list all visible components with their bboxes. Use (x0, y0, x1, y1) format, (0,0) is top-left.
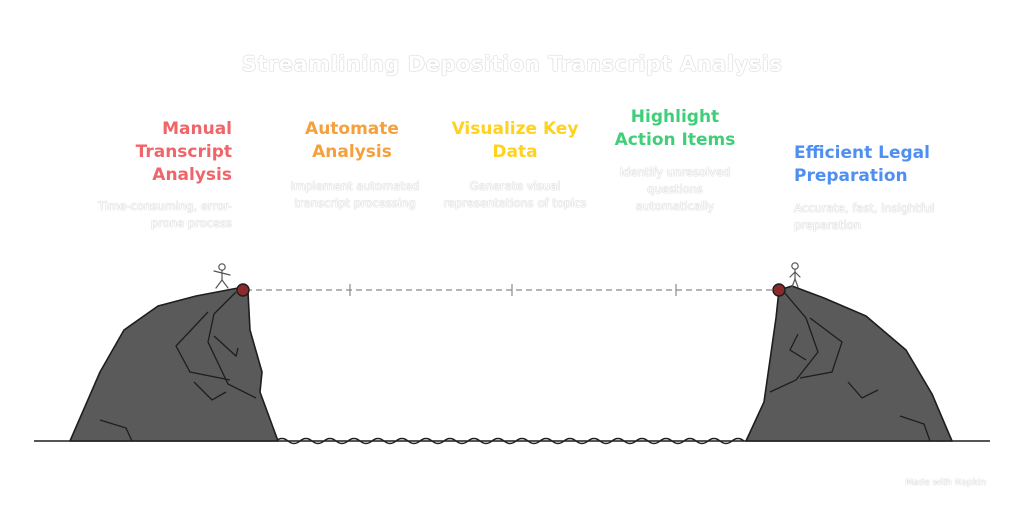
diagram-title: Streamlining Deposition Transcript Analy… (241, 52, 783, 76)
step-4-heading: Highlight Action Items (614, 107, 736, 150)
step-1-heading: Manual Transcript Analysis (135, 119, 232, 185)
walking-person-icon (213, 263, 231, 289)
end-pin-icon (772, 283, 786, 297)
water-waves (275, 437, 745, 445)
step-5-heading: Efficient Legal Preparation (794, 143, 930, 186)
left-cliff (69, 287, 279, 442)
step-5-description: Accurate, fast, insightful preparation (794, 201, 935, 232)
right-cliff (745, 285, 953, 442)
step-1-description: Time-consuming, error-prone process (98, 199, 232, 230)
step-3-description: Generate visual representations of topic… (443, 179, 587, 210)
start-pin-icon (236, 283, 250, 297)
step-2-heading: Automate Analysis (305, 119, 399, 162)
standing-person-icon (789, 262, 801, 288)
step-4-description: Identify unresolved questions automatica… (619, 165, 731, 213)
credit-label: Made with Napkin (905, 478, 986, 488)
step-2-description: Implement automated transcript processin… (290, 179, 420, 210)
step-3-heading: Visualize Key Data (451, 119, 579, 162)
